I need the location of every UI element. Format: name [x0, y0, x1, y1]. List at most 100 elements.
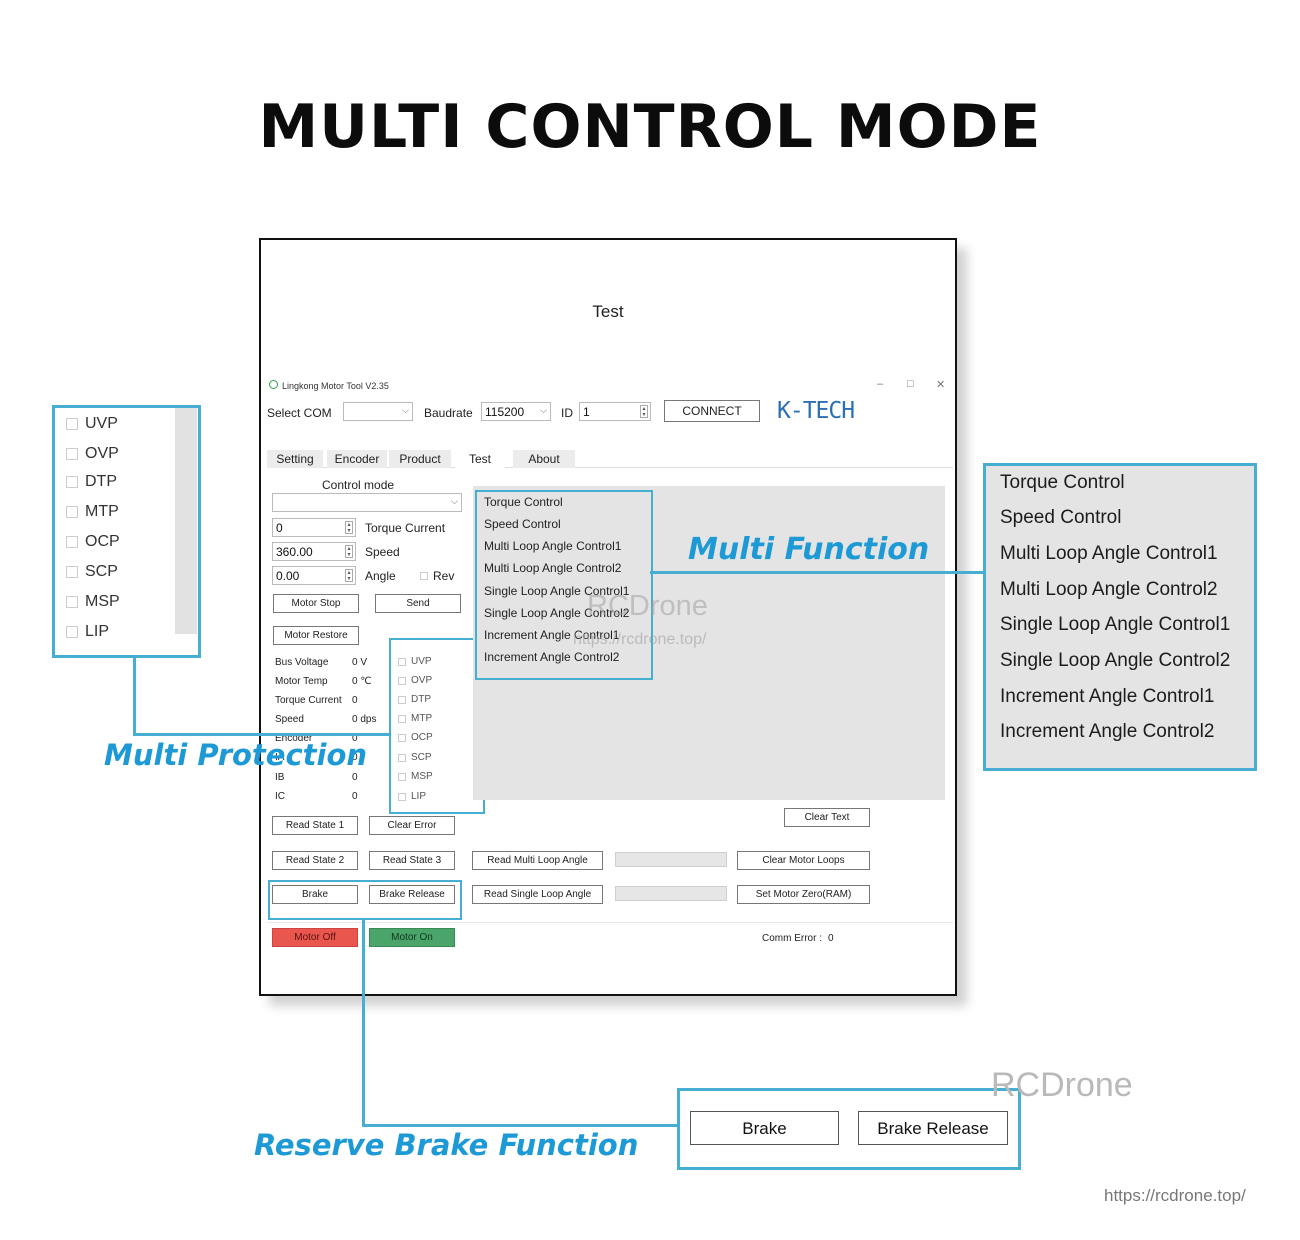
close-icon[interactable]: ✕	[936, 379, 946, 391]
read-single-loop-angle-button[interactable]: Read Single Loop Angle	[472, 885, 603, 904]
status-label: IB	[275, 772, 285, 783]
scp-checkbox[interactable]	[66, 566, 78, 578]
motor-off-button[interactable]: Motor Off	[272, 928, 358, 947]
callout-line	[133, 733, 389, 736]
control-mode-label: Control mode	[322, 478, 395, 492]
mode-list-item[interactable]: Multi Loop Angle Control2	[484, 561, 622, 575]
mode-list-item[interactable]: Increment Angle Control2	[1000, 721, 1215, 742]
control-mode-dropdown[interactable]: ⌵	[272, 493, 462, 512]
read-state-2-button[interactable]: Read State 2	[272, 851, 358, 870]
app-window: Test Lingkong Motor Tool V2.35 – □ ✕ Sel…	[259, 238, 957, 996]
read-multi-loop-angle-button[interactable]: Read Multi Loop Angle	[472, 851, 603, 870]
maximize-icon[interactable]: □	[907, 378, 914, 390]
speed-input[interactable]: 360.00 ▴▾	[272, 542, 356, 561]
uvp-label: UVP	[85, 415, 118, 432]
status-label: Encoder	[275, 733, 313, 744]
mode-list-item[interactable]: Increment Angle Control2	[484, 650, 620, 664]
watermark: RCDrone	[991, 1066, 1133, 1104]
tab-encoder[interactable]: Encoder	[327, 450, 387, 468]
speed-value: 360.00	[276, 545, 313, 559]
id-label: ID	[561, 406, 573, 420]
mode-list-item[interactable]: Increment Angle Control1	[1000, 686, 1215, 707]
reserve-brake-callout: Reserve Brake Function	[254, 1128, 639, 1162]
status-value: 0 V	[352, 657, 368, 668]
status-label: Bus Voltage	[275, 657, 329, 668]
motor-restore-button[interactable]: Motor Restore	[273, 626, 359, 645]
motor-on-button[interactable]: Motor On	[369, 928, 455, 947]
mode-list-item[interactable]: Single Loop Angle Control1	[484, 584, 630, 598]
status-label: Speed	[275, 714, 304, 725]
uvp-checkbox[interactable]	[66, 418, 78, 430]
spin-arrows-icon: ▴▾	[345, 569, 353, 582]
mode-list-item[interactable]: Multi Loop Angle Control1	[1000, 543, 1218, 564]
status-value: 0 ℃	[352, 676, 372, 687]
mode-list-item[interactable]: Torque Control	[484, 495, 563, 509]
output-text-area[interactable]	[473, 486, 945, 800]
clear-motor-loops-button[interactable]: Clear Motor Loops	[737, 851, 870, 870]
tab-setting[interactable]: Setting	[267, 450, 323, 468]
torque-current-value: 0	[276, 521, 283, 535]
multi-function-callout: Multi Function	[688, 532, 930, 567]
clear-error-button[interactable]: Clear Error	[369, 816, 455, 835]
read-state-3-button[interactable]: Read State 3	[369, 851, 455, 870]
motor-stop-button[interactable]: Motor Stop	[273, 594, 359, 613]
ocp-checkbox[interactable]	[66, 536, 78, 548]
baudrate-value: 115200	[485, 405, 525, 419]
tab-about[interactable]: About	[513, 450, 575, 468]
msp-checkbox[interactable]	[66, 596, 78, 608]
select-com-dropdown[interactable]: ⌵	[343, 402, 413, 421]
tab-test[interactable]: Test	[455, 450, 505, 468]
tab-product[interactable]: Product	[389, 450, 451, 468]
ovp-label: OVP	[411, 675, 433, 686]
brake-button[interactable]: Brake	[272, 885, 358, 904]
brake-button[interactable]: Brake	[690, 1111, 839, 1145]
scp-checkbox[interactable]	[398, 754, 406, 762]
msp-checkbox[interactable]	[398, 773, 406, 781]
mtp-label: MTP	[85, 503, 119, 520]
brake-release-button[interactable]: Brake Release	[858, 1111, 1008, 1145]
dtp-label: DTP	[85, 473, 117, 490]
callout-line	[133, 657, 136, 735]
read-state-1-button[interactable]: Read State 1	[272, 816, 358, 835]
ktech-logo: K-TECH	[777, 398, 855, 424]
minimize-icon[interactable]: –	[877, 378, 884, 390]
uvp-checkbox[interactable]	[398, 658, 406, 666]
mode-list-item[interactable]: Torque Control	[1000, 472, 1125, 493]
dtp-checkbox[interactable]	[398, 696, 406, 704]
lip-checkbox[interactable]	[398, 793, 406, 801]
mode-list-item[interactable]: Increment Angle Control1	[484, 628, 620, 642]
mode-list-item[interactable]: Speed Control	[484, 517, 561, 531]
mode-list-item[interactable]: Multi Loop Angle Control1	[484, 539, 622, 553]
id-value: 1	[583, 405, 590, 419]
scp-label: SCP	[85, 563, 118, 580]
overlay-url: https://rcdrone.top/	[573, 631, 707, 648]
mode-list-item[interactable]: Single Loop Angle Control2	[484, 606, 630, 620]
set-motor-zero-button[interactable]: Set Motor Zero(RAM)	[737, 885, 870, 904]
mtp-checkbox[interactable]	[398, 715, 406, 723]
baudrate-dropdown[interactable]: 115200 ⌵	[481, 402, 551, 421]
status-label: Torque Current	[275, 695, 342, 706]
spin-arrows-icon: ▴▾	[345, 545, 353, 558]
ocp-label: OCP	[411, 732, 433, 743]
mtp-checkbox[interactable]	[66, 506, 78, 518]
brake-release-button[interactable]: Brake Release	[369, 885, 455, 904]
page-title: MULTI CONTROL MODE	[258, 92, 1042, 162]
connect-button[interactable]: CONNECT	[664, 400, 760, 422]
clear-text-button[interactable]: Clear Text	[784, 808, 870, 827]
rev-checkbox[interactable]	[420, 572, 428, 580]
mode-list-item[interactable]: Speed Control	[1000, 507, 1122, 528]
lip-checkbox[interactable]	[66, 626, 78, 638]
ovp-checkbox[interactable]	[398, 677, 406, 685]
torque-current-input[interactable]: 0 ▴▾	[272, 518, 356, 537]
ovp-checkbox[interactable]	[66, 448, 78, 460]
msp-label: MSP	[85, 593, 120, 610]
dtp-checkbox[interactable]	[66, 476, 78, 488]
mode-list-item[interactable]: Single Loop Angle Control1	[1000, 614, 1231, 635]
ocp-checkbox[interactable]	[398, 734, 406, 742]
angle-input[interactable]: 0.00 ▴▾	[272, 566, 356, 585]
send-button[interactable]: Send	[375, 594, 461, 613]
mode-list-highlight	[475, 490, 653, 680]
id-stepper[interactable]: 1 ▴▾	[579, 402, 651, 421]
mode-list-item[interactable]: Multi Loop Angle Control2	[1000, 579, 1218, 600]
mode-list-item[interactable]: Single Loop Angle Control2	[1000, 650, 1231, 671]
